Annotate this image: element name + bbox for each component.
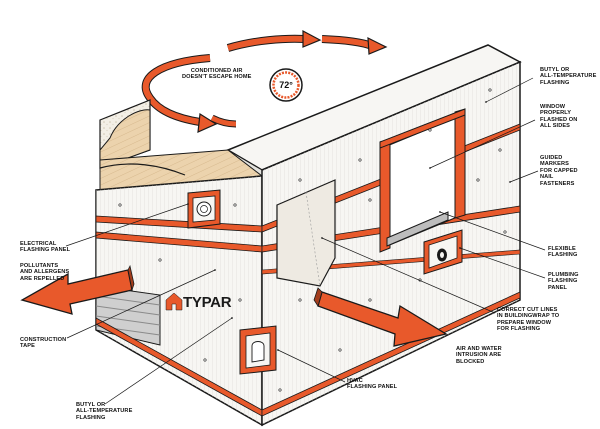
air-water-arrow [313,287,448,347]
typar-logo: TYPAR [163,294,232,311]
wrap-cut-flap [276,179,336,287]
airflow-ring [141,30,388,133]
nail-fasteners [118,88,507,392]
front-flashing-bands [95,215,263,417]
hvac-panel [239,325,277,375]
plumbing-panel [423,229,463,275]
typar-logo-mark [165,292,183,311]
leader-lines [65,77,546,405]
thermostat-dial [269,68,303,102]
electrical-panel [187,189,221,229]
typar-logo-text: TYPAR [183,294,232,311]
pollutants-arrow [20,264,135,315]
thermostat-reading: 72° [279,80,293,90]
